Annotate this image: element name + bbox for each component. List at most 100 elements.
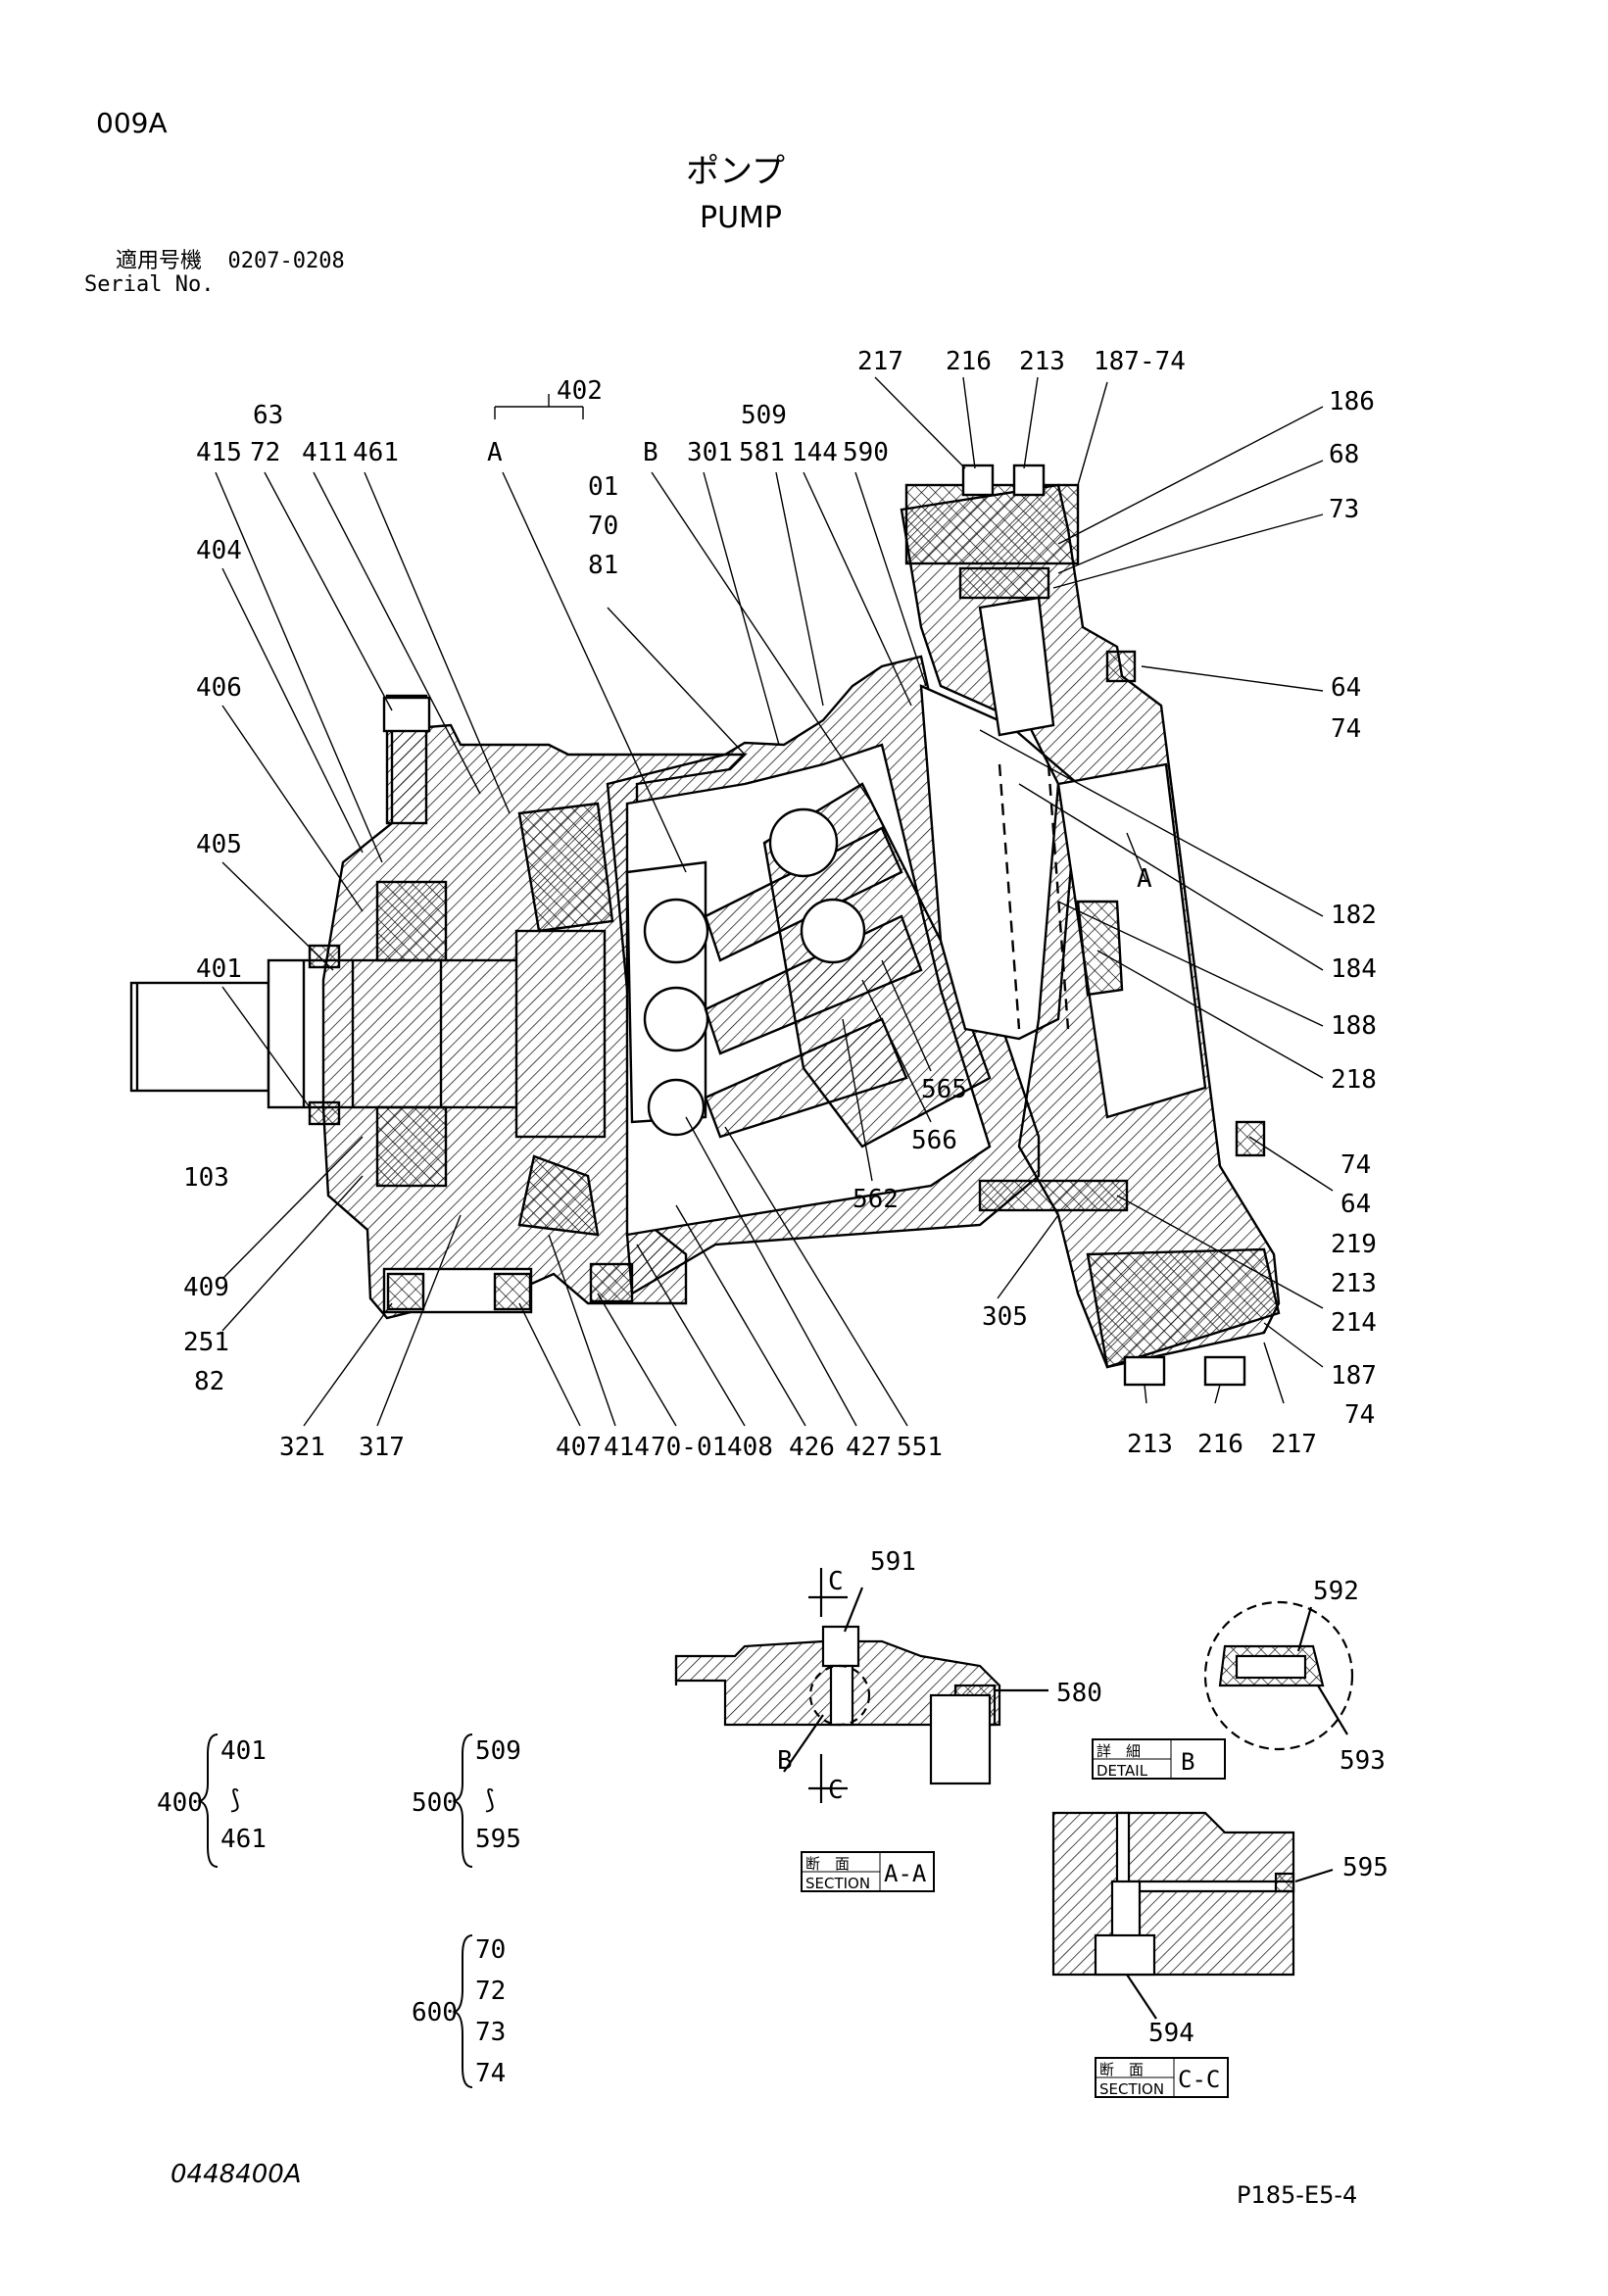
callout: 216 <box>1197 1430 1243 1459</box>
callout: 251 <box>183 1328 229 1357</box>
group-labels: 400 401 ⟆ 461 500 509 ⟆ 595 600 70 72 73… <box>157 1736 521 2088</box>
callout: 301 <box>687 438 733 467</box>
detail-b <box>1203 1600 1354 1751</box>
callout: 218 <box>1331 1065 1377 1095</box>
callout: 566 <box>911 1126 957 1155</box>
callout: 580 <box>1056 1679 1102 1708</box>
callout: 461 <box>353 438 399 467</box>
callout: 217 <box>857 347 903 376</box>
callout: 103 <box>183 1163 229 1193</box>
serial-line-1: 適用号機 0207-0208 <box>116 251 345 272</box>
callout: A <box>487 438 503 467</box>
callout: 593 <box>1340 1746 1386 1776</box>
callout: 187 <box>1331 1361 1377 1391</box>
section-a-a-title-box: 断 面 SECTION A-A <box>801 1851 935 1892</box>
callout: 562 <box>853 1185 899 1214</box>
group-item: ⟆ <box>482 1785 498 1815</box>
lower-bolt <box>978 1179 1129 1212</box>
group-head: 400 <box>157 1788 203 1818</box>
callout: 213 <box>1127 1430 1173 1459</box>
callout: 182 <box>1331 901 1377 930</box>
callout: B <box>643 438 658 467</box>
callout: 188 <box>1331 1011 1377 1041</box>
callout: 401 <box>196 954 242 984</box>
detail-label-jp: 詳 細 <box>1096 1742 1141 1760</box>
callout: 305 <box>982 1302 1028 1332</box>
callout: 213 <box>1331 1269 1377 1298</box>
section-c-c-title-box: 断 面 SECTION C-C <box>1095 2057 1229 2098</box>
callout: 317 <box>359 1433 405 1462</box>
bottom-cover <box>1086 1247 1281 1369</box>
callout: 74 <box>1344 1400 1375 1430</box>
group-item: ⟆ <box>227 1785 243 1815</box>
section-name: C-C <box>1178 2066 1220 2093</box>
section-a-a-labels: 591 580 C C B <box>777 1547 1102 1805</box>
callout: 82 <box>194 1367 224 1396</box>
callout: 426 <box>789 1433 835 1462</box>
callout: 581 <box>739 438 785 467</box>
callout: 509 <box>741 401 787 430</box>
callout: 404 <box>196 536 242 565</box>
callout: 591 <box>870 1547 916 1577</box>
callout: 186 <box>1329 387 1375 416</box>
callout: 411 <box>302 438 348 467</box>
callout: 70 <box>588 512 618 541</box>
callout: 405 <box>196 830 242 859</box>
bearing-rear <box>517 802 614 933</box>
group-item: 401 <box>220 1736 267 1766</box>
callout: 219 <box>1331 1230 1377 1259</box>
callout: 408 <box>727 1433 773 1462</box>
section-c-c <box>1051 1811 1334 2020</box>
serial-range: 0207-0208 <box>227 249 345 273</box>
callout: 74 <box>1331 714 1361 744</box>
callout: 187-74 <box>1094 347 1186 376</box>
group-item: 72 <box>475 1977 506 2006</box>
callout-labels: 217 216 213 187-74 186 68 73 402 A B 63 … <box>183 347 1377 1462</box>
callout: 590 <box>843 438 889 467</box>
callout: 74 <box>1340 1150 1371 1180</box>
callout: 213 <box>1019 347 1065 376</box>
callout: 427 <box>846 1433 892 1462</box>
title-english: PUMP <box>700 201 783 235</box>
section-label-jp: 断 面 <box>1099 2061 1144 2078</box>
callout: 402 <box>557 376 603 406</box>
callout: 592 <box>1313 1577 1359 1606</box>
callout: 595 <box>1342 1853 1389 1882</box>
cut-marker: C <box>828 1567 844 1596</box>
callout: 64 <box>1331 673 1361 703</box>
cut-marker: C <box>828 1776 844 1805</box>
callout: 73 <box>1329 495 1359 524</box>
detail-b-labels: 592 593 <box>1313 1577 1386 1776</box>
cylinder-block <box>762 782 992 1148</box>
group-item: 73 <box>475 2018 506 2047</box>
callout: 565 <box>921 1075 967 1104</box>
group-item: 74 <box>475 2059 506 2088</box>
callout: 68 <box>1329 440 1359 469</box>
callout: 214 <box>1331 1308 1377 1338</box>
title-japanese: ポンプ <box>686 152 785 191</box>
callout: 184 <box>1331 954 1377 984</box>
section-label-jp: 断 面 <box>805 1855 850 1873</box>
bearing-front <box>375 880 448 962</box>
callout: 63 <box>253 401 283 430</box>
group-item: 70 <box>475 1935 506 1965</box>
callout: 321 <box>279 1433 325 1462</box>
section-c-c-labels: 595 594 <box>1148 1853 1389 2048</box>
section-name: A-A <box>884 1860 927 1887</box>
callout: 594 <box>1148 2019 1194 2048</box>
callout: 81 <box>588 551 618 580</box>
callout: A <box>1137 864 1152 894</box>
group-braces <box>197 1734 473 2088</box>
section-a-a <box>674 1568 1048 1803</box>
drawing-number: 0448400A <box>171 2160 302 2189</box>
detail-b-title-box: 詳 細 DETAIL B <box>1092 1738 1226 1780</box>
callout: 01 <box>588 472 618 502</box>
serial-label-en: Serial No. <box>84 272 215 297</box>
section-label-en: SECTION <box>805 1875 870 1892</box>
drive-shaft <box>129 981 270 1093</box>
callout: 415 <box>196 438 242 467</box>
main-section <box>129 464 1281 1387</box>
callout: 64 <box>1340 1190 1371 1219</box>
section-label-en: SECTION <box>1099 2080 1164 2098</box>
